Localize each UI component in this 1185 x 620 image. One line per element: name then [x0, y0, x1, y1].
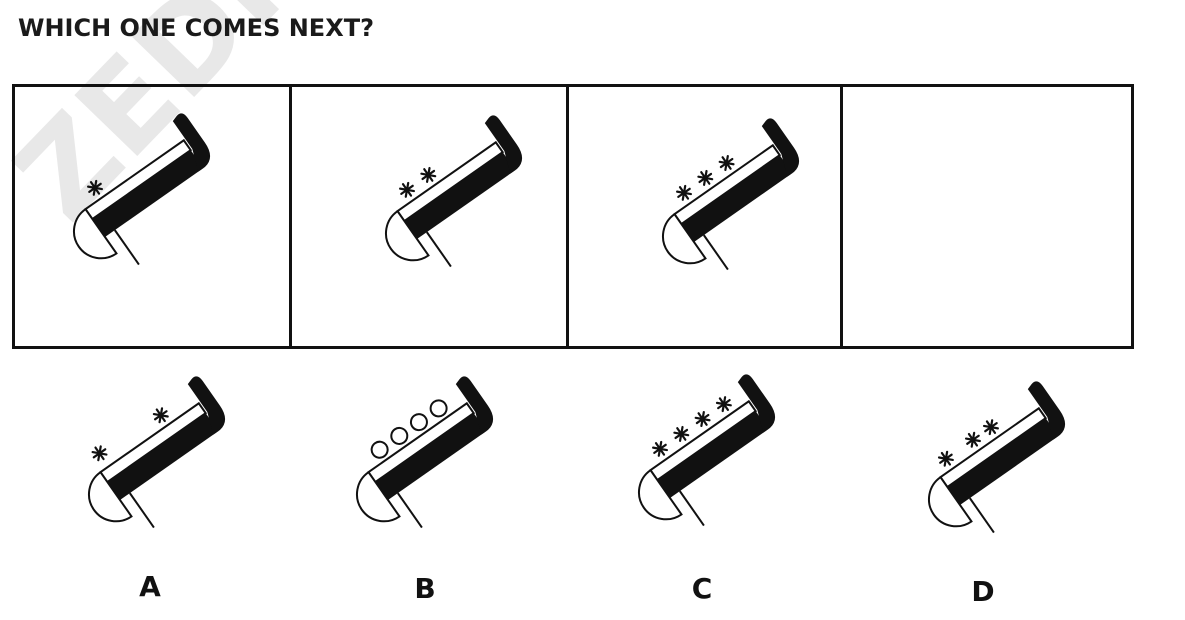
sequence-figure-3: [661, 118, 800, 271]
boot-figure: [637, 374, 776, 527]
markers: [676, 155, 735, 201]
option-b-figure[interactable]: [318, 370, 518, 560]
markers: [370, 399, 448, 459]
markers: [937, 419, 999, 467]
toe: [72, 208, 118, 260]
stem: [703, 234, 729, 271]
curl-end: [484, 115, 523, 174]
option-b-label[interactable]: B: [414, 572, 436, 605]
cell-divider: [840, 87, 843, 346]
black-bar: [107, 413, 219, 500]
question-title: WHICH ONE COMES NEXT?: [18, 14, 374, 42]
option-d-figure[interactable]: [890, 375, 1090, 565]
boot-figure: [355, 376, 494, 529]
boot-figure: [661, 118, 800, 271]
boot-figure: [87, 376, 226, 529]
circle-marker: [429, 399, 448, 418]
black-bar: [375, 413, 487, 500]
sequence-cell-answer[interactable]: [843, 87, 1131, 346]
markers: [399, 166, 437, 198]
toe: [87, 471, 133, 523]
stem: [426, 231, 452, 268]
black-bar: [657, 411, 769, 498]
stem: [129, 492, 155, 529]
black-bar: [92, 150, 204, 237]
stem: [114, 229, 140, 266]
boot-figure: [72, 113, 211, 266]
curl-end: [455, 376, 494, 435]
toe: [355, 471, 401, 523]
curl-end: [761, 118, 800, 177]
toe: [637, 469, 683, 521]
stem: [397, 492, 423, 529]
boot-figure: [927, 381, 1066, 534]
sequence-figure-1: [72, 113, 211, 266]
boot-figure: [384, 115, 523, 268]
curl-end: [1027, 381, 1066, 440]
curl-end: [737, 374, 776, 433]
black-bar: [681, 155, 793, 242]
stem: [679, 490, 705, 527]
markers: [91, 407, 169, 462]
sequence-cell-2: [292, 87, 567, 346]
curl-end: [187, 376, 226, 435]
black-bar: [947, 418, 1059, 505]
option-a-label[interactable]: A: [139, 570, 161, 603]
cell-divider: [289, 87, 292, 346]
sequence-cell-3: [569, 87, 842, 346]
curl-end: [172, 113, 211, 172]
black-bar: [404, 152, 516, 239]
markers: [87, 179, 103, 196]
markers: [652, 396, 732, 457]
cell-divider: [566, 87, 569, 346]
toe: [661, 213, 707, 265]
option-d-label[interactable]: D: [971, 575, 995, 608]
option-c-figure[interactable]: [600, 368, 800, 558]
circle-marker: [409, 413, 428, 432]
sequence-frame: [12, 84, 1134, 349]
circle-marker: [370, 440, 389, 459]
toe: [384, 210, 430, 262]
toe: [927, 476, 973, 528]
sequence-figure-2: [384, 115, 523, 268]
option-c-label[interactable]: C: [691, 572, 713, 605]
option-a-figure[interactable]: [50, 370, 250, 560]
circle-marker: [390, 426, 409, 445]
sequence-cell-1: [15, 87, 290, 346]
stem: [969, 497, 995, 534]
